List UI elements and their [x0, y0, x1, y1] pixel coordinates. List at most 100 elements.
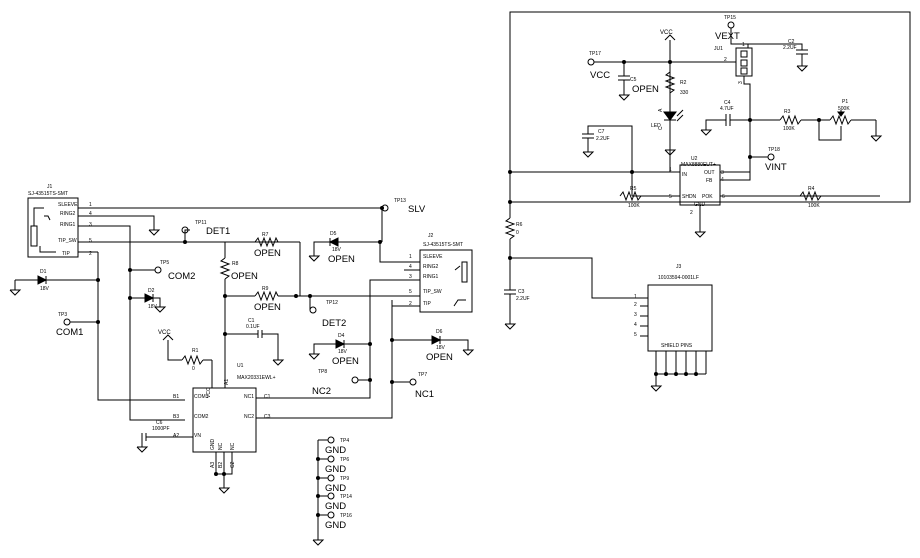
diode-d2: D2 18V	[142, 288, 167, 313]
r4-r5: R5 100K R4 100K	[619, 172, 822, 209]
tp18-ref: TP18	[768, 147, 780, 153]
power-section-frame	[509, 11, 911, 203]
c4-ref: C4	[724, 100, 731, 106]
u2-num-6: 6	[722, 194, 725, 200]
d4-value: 18V	[338, 349, 348, 355]
d1-value: 18V	[40, 286, 50, 292]
testpoint-tp8: TP8 NC2	[312, 369, 359, 397]
u2-pin-out: OUT	[704, 170, 715, 176]
u2-part: MAX8880EUT+	[681, 162, 716, 168]
j1-wiring	[70, 207, 382, 421]
j1-pin-sleeve: SLEEVE	[58, 202, 78, 208]
ic-u2: U2 MAX8880EUT+ IN OUT FB SHDN POK GND 1 …	[510, 156, 880, 238]
j2-pin-tipsw: TIP_SW	[423, 289, 442, 295]
r4-ref: R4	[808, 186, 815, 192]
u2-num-3: 3	[721, 170, 724, 176]
capacitor-c7: C7 2.2UF	[582, 125, 633, 172]
j3-part: 10103594-0001LF	[658, 275, 699, 281]
feedback-network: C4 4.7UF R3 100K P1 500K	[700, 99, 883, 157]
j1-internal-3	[39, 246, 56, 253]
u1-right-nets	[256, 296, 410, 419]
tp5-net: COM2	[168, 271, 195, 282]
tp9-ref: TP9	[340, 476, 349, 482]
d5-value: 18V	[332, 247, 342, 253]
j1-pin-tip: TIP	[62, 251, 70, 257]
d6-value: 18V	[436, 345, 446, 351]
j2-ref: J2	[428, 233, 434, 239]
tp5-ref: TP5	[160, 260, 169, 266]
tp16-net: GND	[325, 520, 346, 531]
tp9-net: GND	[325, 483, 346, 494]
u2-pin-fb: FB	[706, 178, 713, 184]
capacitor-c1: C1 0.1UF	[225, 318, 285, 366]
led-pin-c: C	[658, 126, 664, 130]
j3-num-5: 5	[634, 332, 637, 338]
c3-ref: C3	[518, 289, 525, 295]
tp4-net: GND	[325, 445, 346, 456]
tp3-net: COM1	[56, 327, 83, 338]
testpoint-tp7: TP7 NC1	[409, 372, 434, 400]
vcc-net-label: VCC	[660, 30, 673, 36]
r6-ref: R6	[516, 222, 523, 228]
j2-pin-tip: TIP	[423, 301, 431, 307]
d4-ref: D4	[338, 333, 345, 339]
r8-value: OPEN	[231, 271, 258, 282]
testpoint-tp11: TP11 DET1	[181, 220, 230, 237]
tp15-net: VEXT	[715, 31, 740, 42]
c2-value: 2.2UF	[783, 45, 797, 51]
diode-d5: D5 18V OPEN	[308, 231, 380, 265]
j1-part: SJ-43515TS-SMT	[28, 191, 68, 197]
tp8-net: NC2	[312, 386, 331, 397]
testpoint-tp18: TP18 VINT	[750, 147, 787, 173]
r2-ref: R2	[680, 80, 687, 86]
tp11-ref: TP11	[195, 220, 207, 226]
r9-value: OPEN	[254, 302, 281, 313]
u2-ref: U2	[691, 156, 698, 162]
j3-num-3: 3	[634, 312, 637, 318]
c5-value: OPEN	[632, 84, 659, 95]
j3-shield: SHIELD PINS	[661, 343, 693, 349]
gnd-testpoints: TP4 GND TP6 GND TP9 GND TP14 GND TP16 GN…	[312, 436, 352, 546]
c4-value: 4.7UF	[720, 106, 734, 112]
c1-value: 0.1UF	[246, 324, 260, 330]
led-pin-a: A	[658, 108, 664, 112]
j1-num-4: 4	[89, 211, 92, 217]
u1-pin-com2: COM2	[194, 414, 209, 420]
resistor-r9: R9 OPEN	[225, 286, 420, 313]
u1-pin-c1: C1	[264, 394, 271, 400]
j1-num-2: 2	[89, 251, 92, 257]
u1-pin-c3: C3	[264, 414, 271, 420]
r7-ref: R7	[262, 232, 269, 238]
r2-value: 330	[680, 90, 689, 96]
r7-value: OPEN	[254, 248, 281, 259]
vcc-label: VCC	[158, 330, 171, 336]
testpoint-tp13: TP13 SLV	[381, 198, 426, 242]
testpoint-tp12: TP12 DET2	[309, 296, 346, 329]
j3-ref: J3	[676, 264, 682, 270]
r8-ref: R8	[232, 261, 239, 267]
tp6-ref: TP6	[340, 457, 349, 463]
j3-body	[647, 284, 713, 352]
u2-num-1: 1	[669, 167, 672, 173]
capacitor-c6: C6 1000PF	[136, 420, 193, 453]
u1-pin-nc-b: NC	[230, 442, 236, 450]
c3-value: 2.2UF	[516, 296, 530, 302]
d1-ref: D1	[40, 269, 47, 275]
c7-ref: C7	[598, 129, 605, 135]
diode-d4: D4 18V OPEN	[308, 333, 370, 367]
j1-num-1: 1	[89, 202, 92, 208]
diode-d6: D6 18V OPEN	[392, 329, 475, 363]
u1-part: MAX20331EWL+	[237, 375, 276, 381]
connector-j3: J3 10103594-0001LF 1 2 3 4 5 SHIELD PINS	[634, 264, 713, 392]
tp13-ref: TP13	[394, 198, 406, 204]
tp3-ref: TP3	[58, 312, 67, 318]
j2-plug-outline	[461, 261, 468, 283]
d6-note: OPEN	[426, 352, 453, 363]
r9-ref: R9	[262, 286, 269, 292]
ju1-ref: JU1	[714, 46, 723, 52]
u2-num-2: 2	[690, 210, 693, 216]
j1-ref: J1	[47, 184, 53, 190]
led-ref: LED	[651, 123, 661, 129]
jumper-ju1	[735, 47, 753, 77]
j2-num-2: 2	[409, 301, 412, 307]
